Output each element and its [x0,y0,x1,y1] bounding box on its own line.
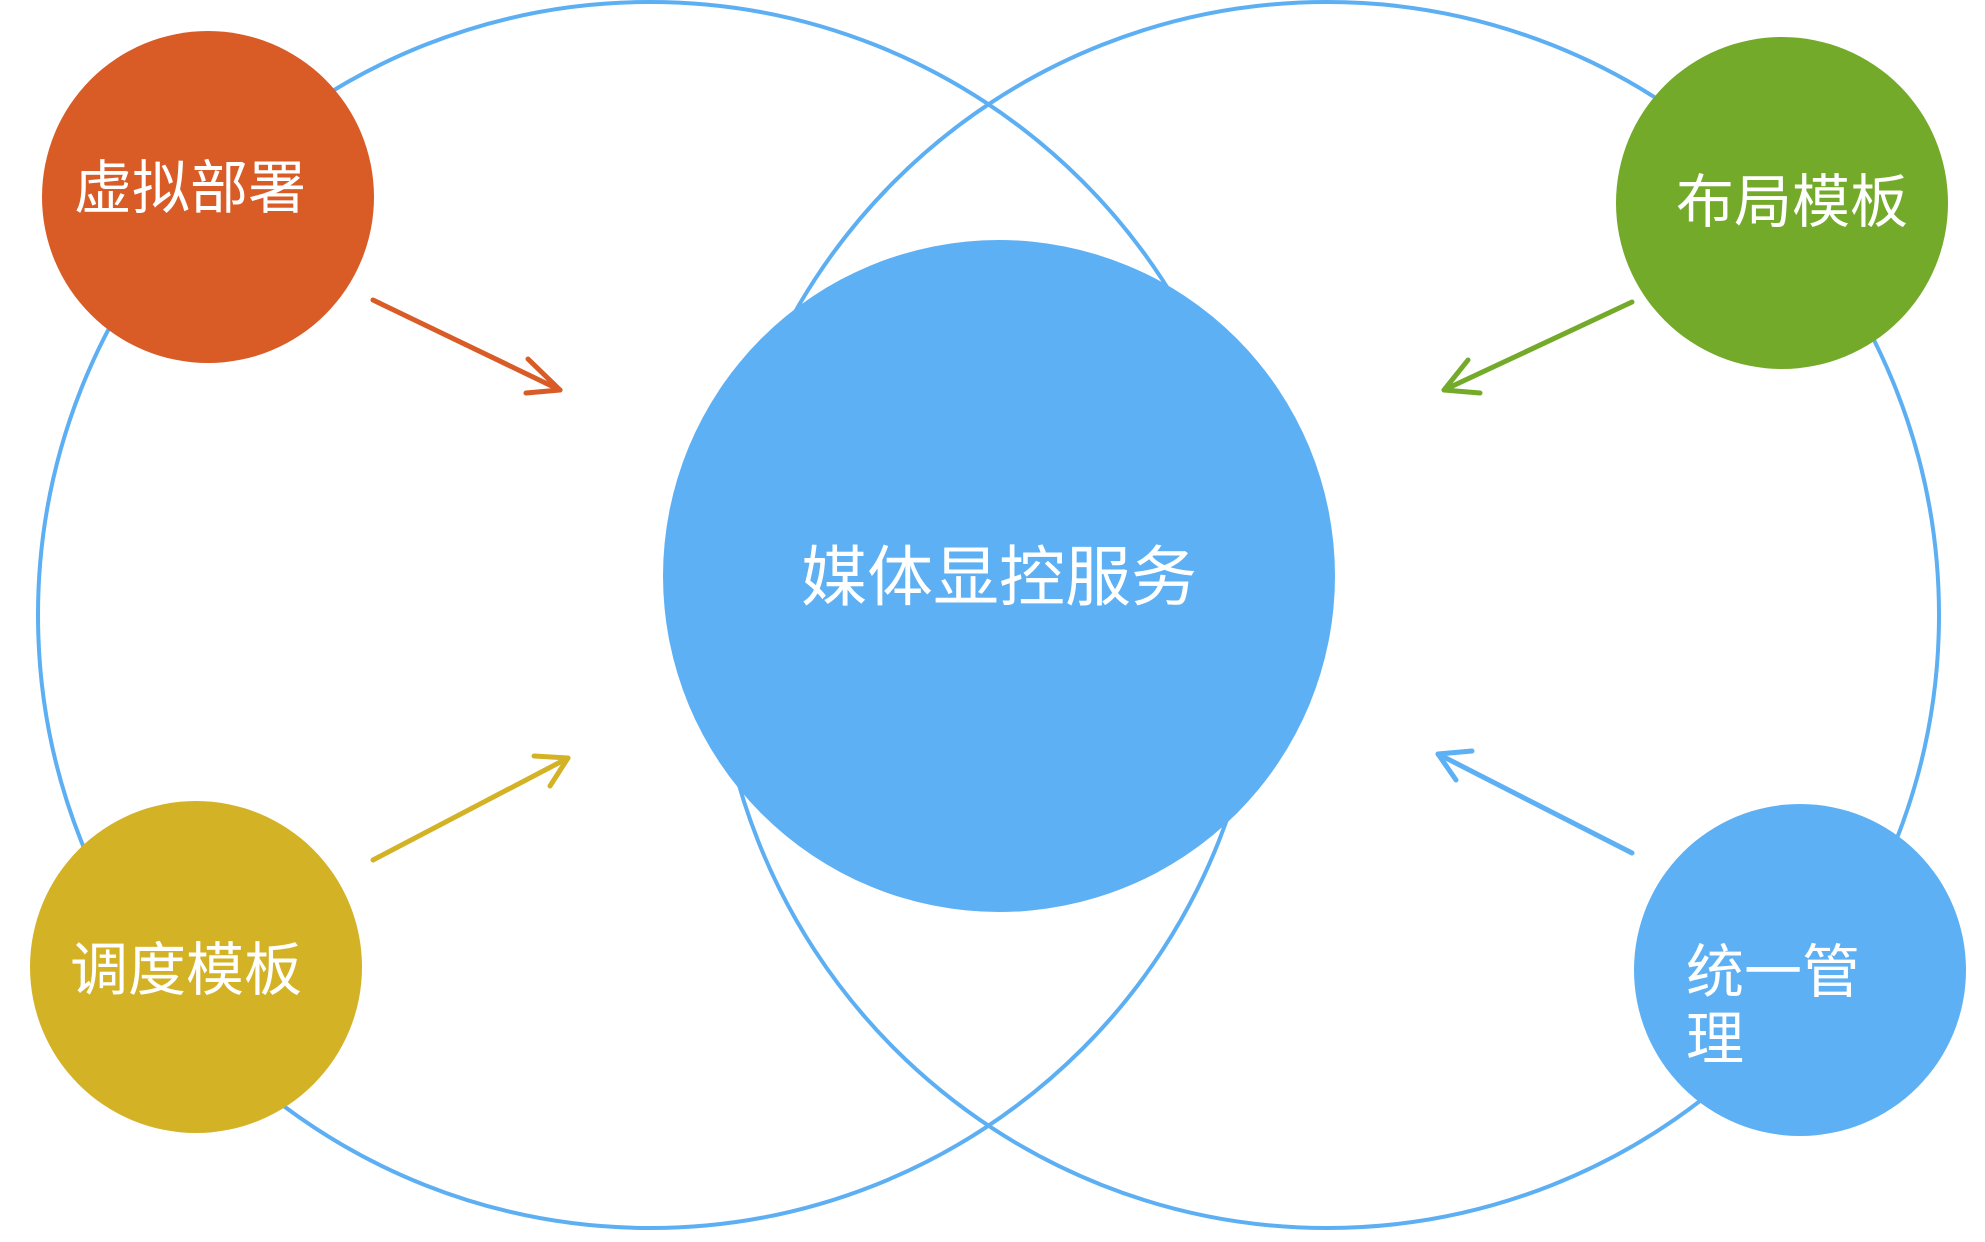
arrow-icon [523,356,563,396]
arrow-dispatch-template [370,753,571,863]
label-dispatch-template: 调度模板 [70,936,302,1004]
arrow-virtual-deploy [370,297,563,396]
center-label: 媒体显控服务 [801,539,1197,616]
center-circle [663,240,1335,912]
node-virtual-deploy [42,31,374,363]
arrow-layout-template [1441,299,1635,396]
label-unified-management-line2: 理 [1686,1005,1744,1073]
label-layout-template: 布局模板 [1676,168,1908,236]
arrow-unified-management [1435,748,1635,856]
node-layout-template [1616,37,1948,369]
node-unified-management [1634,804,1966,1136]
node-dispatch-template [30,801,362,1133]
arrow-icon [1435,748,1475,783]
label-virtual-deploy: 虚拟部署 [74,154,306,222]
arrow-icon [531,753,571,789]
label-unified-management-line1: 统一管 [1686,938,1860,1006]
arrow-icon [1441,357,1483,396]
